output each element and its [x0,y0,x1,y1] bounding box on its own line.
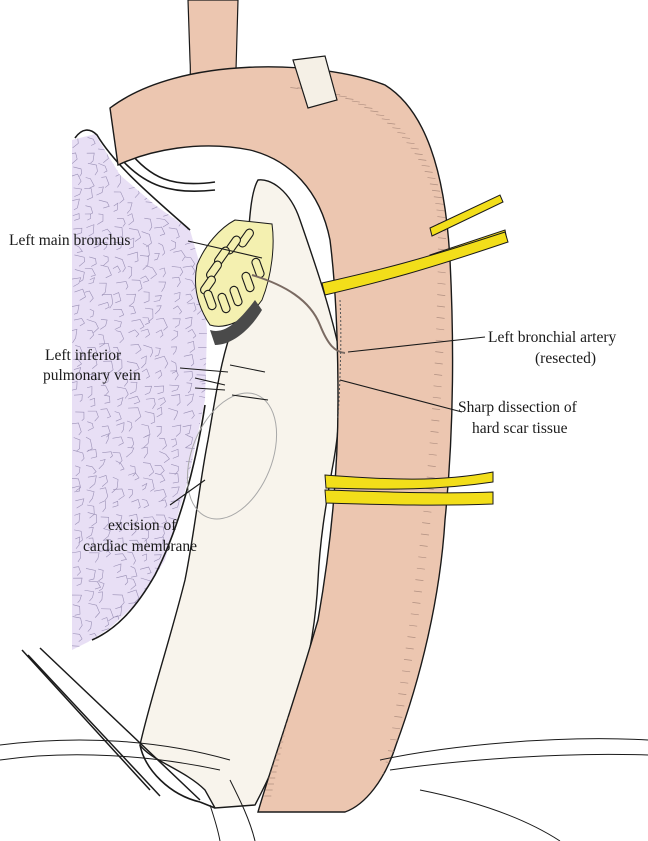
lung-texture-stroke [127,628,135,638]
lung-texture-stroke [172,201,181,211]
lung-texture-stroke [158,579,164,590]
lung-texture-stroke [211,192,219,202]
lung-texture-stroke [155,621,164,632]
lung-texture-stroke [86,643,92,659]
lung-texture-stroke [141,644,154,657]
aorta-hatch-mark [379,796,387,797]
lung-texture-stroke [157,150,162,164]
label-bronchial-artery: Left bronchial artery [488,329,616,346]
lung-texture-stroke [155,648,161,657]
lung-texture-stroke [143,593,150,605]
label-hard-scar-tissue: hard scar tissue [472,420,568,437]
lung-texture-stroke [130,618,139,625]
lung-texture-stroke [183,212,192,224]
lung-texture-stroke [171,151,178,161]
lung-texture-stroke [214,162,219,174]
lung-texture-stroke [197,174,209,189]
lung-texture-stroke [170,592,176,601]
lung-texture-stroke [183,150,188,161]
label-left-main-bronchus: Left main bronchus [9,232,130,249]
lung-texture-stroke [214,213,220,224]
lung-texture-stroke [157,605,165,617]
lung-texture-stroke [200,164,209,178]
lung-texture-stroke [188,199,197,210]
label-left-inferior: Left inferior [45,347,122,364]
lung-texture-stroke [143,616,150,625]
lung-texture-stroke [213,153,223,165]
label-excision-of: excision of [108,517,177,534]
lung-texture-stroke [169,580,176,594]
lung-texture-stroke [215,204,223,214]
lung-texture-stroke [199,151,206,164]
lung-texture-stroke [198,204,207,215]
pleura-curve [122,160,215,191]
label-cardiac-membrane: cardiac membrane [83,538,197,555]
lung-texture-stroke [104,643,112,652]
lung-texture-stroke [145,634,156,647]
lung-texture-stroke [186,491,196,504]
lung-texture-stroke [158,634,168,644]
lung-texture-stroke [183,163,193,170]
lung-texture-stroke [157,163,163,171]
label-sharp-dissection: Sharp dissection of [458,399,578,416]
aorta-hatch-mark [381,785,389,786]
lung-texture-stroke [211,359,217,372]
lung-texture-stroke [159,590,168,599]
lung-texture-stroke [183,516,194,525]
lung-texture-stroke [146,605,155,616]
lung-texture-stroke [173,563,180,574]
label-resected: (resected) [535,350,596,367]
lung-texture-stroke [199,214,209,223]
lung-texture-stroke [155,187,164,195]
label-pulmonary-vein: pulmonary vein [43,367,141,384]
lung-texture-stroke [171,162,181,168]
lung-texture-stroke [113,633,125,645]
lung-texture-stroke [118,642,129,651]
lung-texture-stroke [131,647,137,655]
lung-texture-stroke [200,229,208,239]
